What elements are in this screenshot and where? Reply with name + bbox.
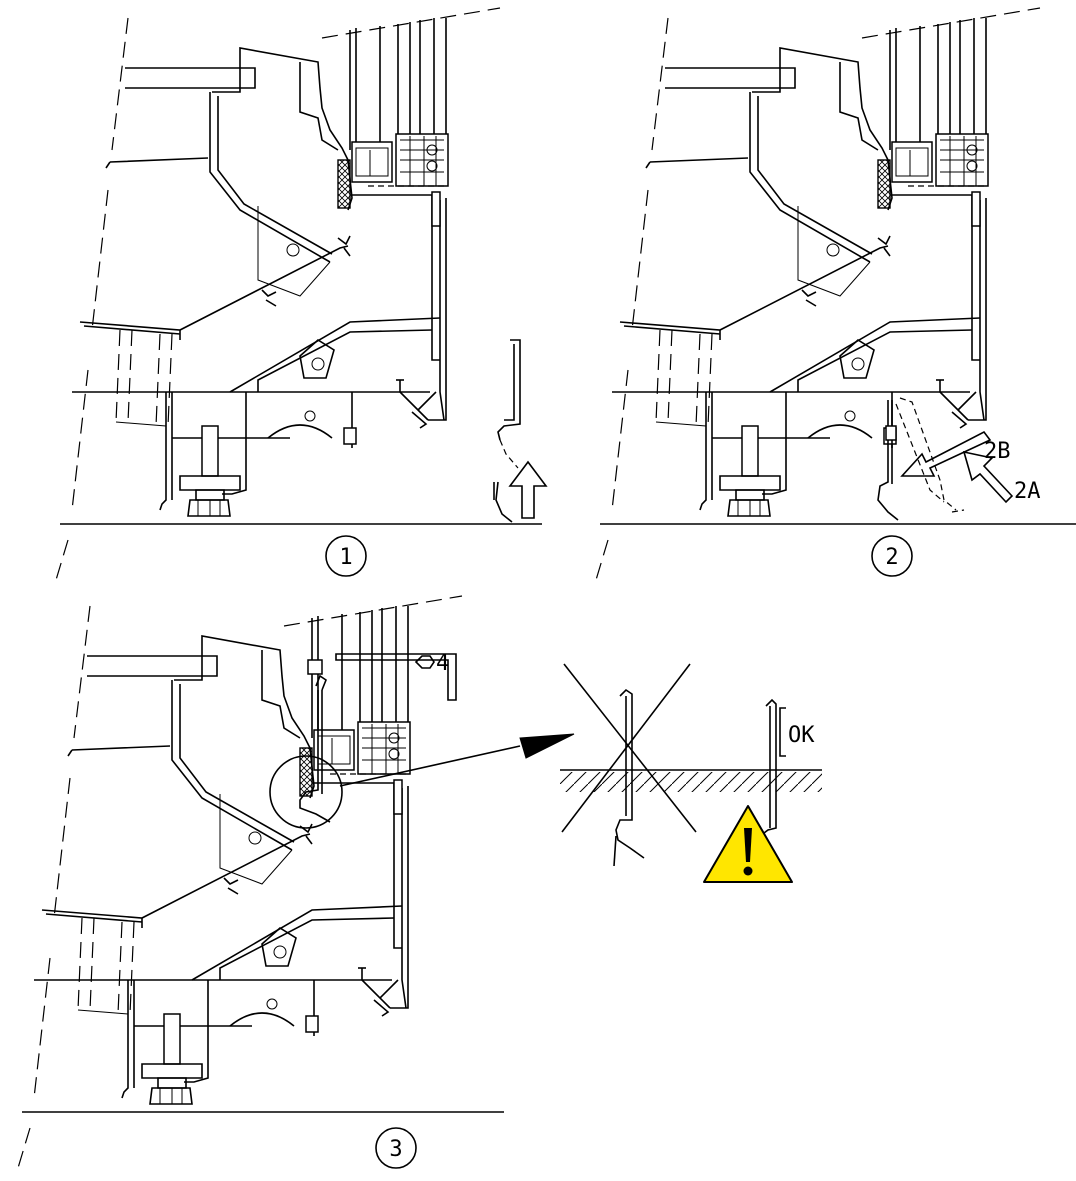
kickplate-tilted [877,397,965,521]
panel-step-1: 1 [55,7,548,581]
wrong-x-icon [561,663,697,833]
label-2b: 2B [984,439,1011,464]
incorrect-kickplate [613,688,645,867]
step-1-badge: 1 [325,535,367,577]
step-2-number: 2 [885,545,898,570]
kickplate-part [493,339,521,523]
hex-key-icon [335,653,457,701]
detail-pointer-arrow [339,733,575,787]
ok-bracket [779,707,786,757]
step-3-badge: 3 [375,1127,417,1169]
step-3-number: 3 [389,1137,402,1162]
arrow-2a-icon [962,450,1014,504]
panel-step-3: 4 3 [17,595,575,1169]
arrow-2b-icon [900,430,992,477]
panel-step-2: 2A 2B 2 [595,7,1076,581]
hex-size-number: 4 [436,651,449,676]
detail-comparison: OK [560,663,822,883]
warning-triangle-icon [703,805,793,883]
label-2a: 2A [1014,479,1041,504]
step-1-number: 1 [339,545,352,570]
hex-size-label: 4 [414,651,449,676]
step-2-badge: 2 [871,535,913,577]
arrow-up-icon [508,460,548,519]
kickplate-installed [299,659,331,823]
detail-callout-circle [269,755,343,829]
ok-label: OK [788,723,815,748]
